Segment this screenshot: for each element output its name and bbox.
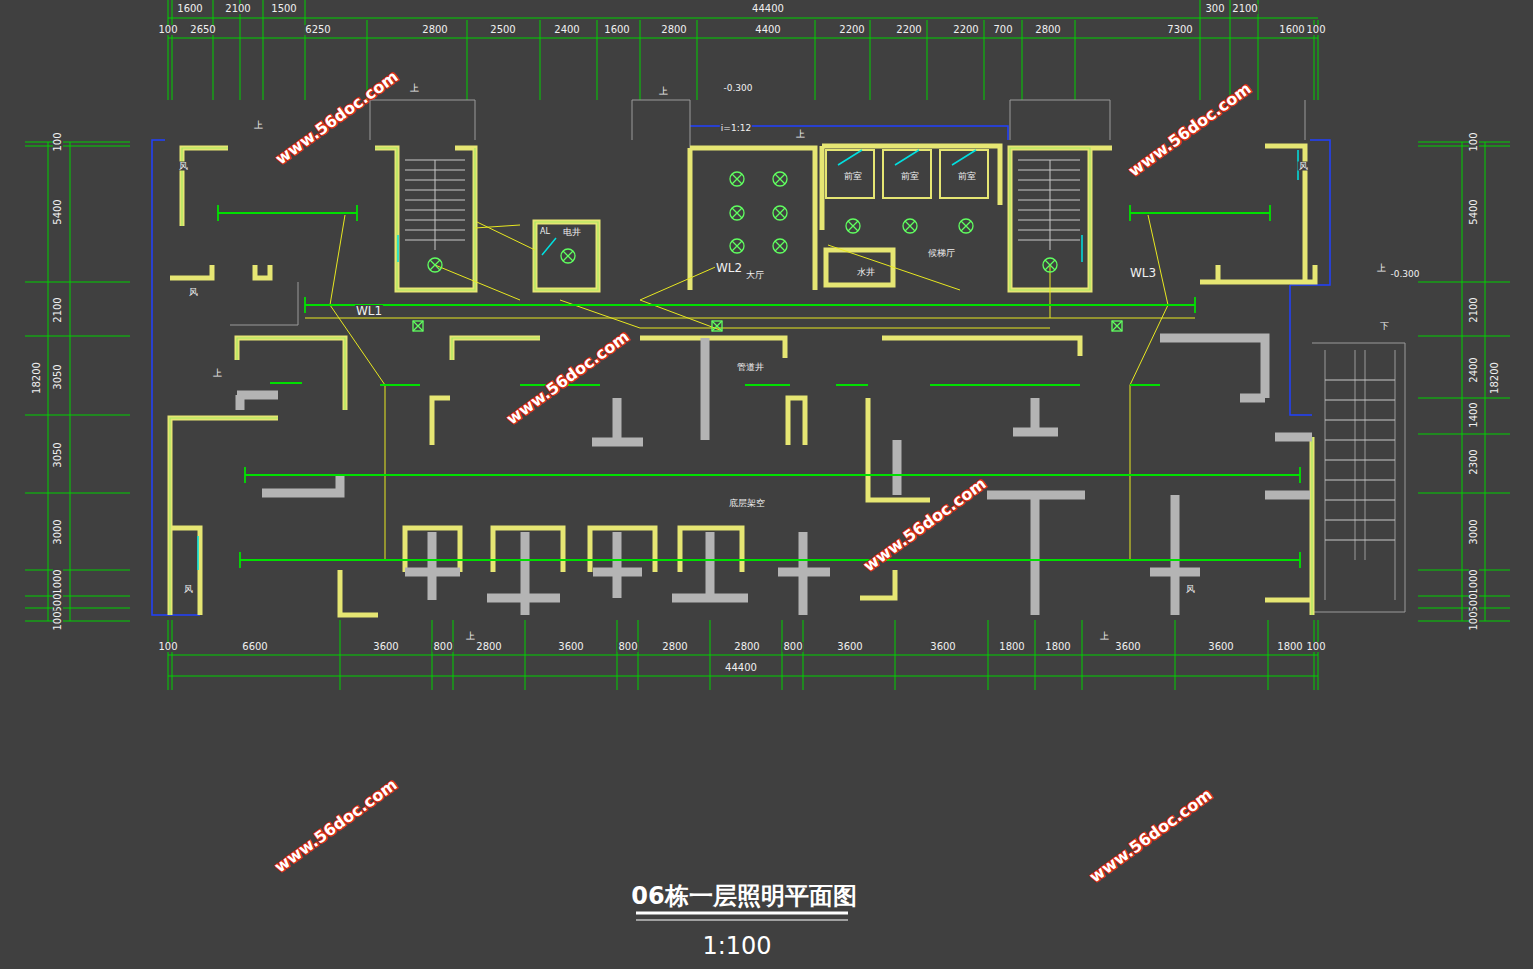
plan-label: 风 [1298,162,1309,171]
plan-label: 1800 [1276,642,1303,652]
plan-label: 3050 [53,441,63,468]
plan-label: 1800 [1044,642,1071,652]
plan-label: 100 [1469,131,1479,152]
plan-label: 3050 [53,363,63,390]
plan-label: 6250 [304,25,331,35]
plan-label: 300 [1204,4,1225,14]
plan-label: 2300 [1469,448,1479,475]
watermark: www.56doc.com [272,68,402,168]
plan-label: WL3 [1129,267,1157,279]
plan-label: 1500 [270,4,297,14]
scale-caption: 1:100 [702,932,771,960]
plan-label: 2100 [1231,4,1258,14]
plan-label: 3600 [1207,642,1234,652]
plan-label: 3000 [53,518,63,545]
plan-label: 2100 [53,296,63,323]
plan-label: 水井 [856,268,876,277]
plan-label: 上 [409,84,420,93]
plan-label: 上 [465,632,476,641]
watermark: www.56doc.com [1086,786,1216,886]
plan-label: 2800 [660,25,687,35]
plan-label: 上 [658,87,669,96]
plan-label: 18200 [32,361,42,395]
plan-label: 2100 [1469,296,1479,323]
plan-label: 3600 [372,642,399,652]
plan-label: 2800 [661,642,688,652]
plan-label: 3000 [1469,518,1479,545]
plan-label: 18200 [1490,361,1500,395]
plan-label: 100 [1305,642,1326,652]
plan-label: 2400 [1469,356,1479,383]
plan-label: 2650 [189,25,216,35]
plan-label: 100 [53,610,63,631]
plan-label: 100 [53,131,63,152]
plan-label: 前室 [843,172,863,181]
plan-label: 7300 [1166,25,1193,35]
plan-label: 上 [253,121,264,130]
plan-label: 800 [782,642,803,652]
plan-label: WL1 [355,305,383,317]
plan-label: 2800 [733,642,760,652]
plan-label: 2800 [1034,25,1061,35]
plan-label: 上 [795,130,806,139]
plan-label: 3600 [836,642,863,652]
plan-label: 下 [1379,322,1390,331]
plan-label: 候梯厅 [927,249,956,258]
plan-label: -0.300 [1389,270,1420,279]
plan-label: 2200 [895,25,922,35]
plan-label: 大厅 [745,271,765,280]
plan-label: 1600 [603,25,630,35]
plan-label: 100 [157,642,178,652]
plan-label: 上 [1099,632,1110,641]
plan-label: 100 [157,25,178,35]
plan-label: 3600 [1114,642,1141,652]
plan-label: 风 [188,288,199,297]
plan-label: 1400 [1469,401,1479,428]
plan-label: 底层架空 [728,499,766,508]
watermark: www.56doc.com [271,776,401,876]
plan-label: 风 [178,162,189,171]
plan-label: 100 [1469,610,1479,631]
drawing-title: 06栋一层照明平面图 [631,880,856,912]
plan-label: 5400 [1469,198,1479,225]
plan-label: 1600 [1278,25,1305,35]
plan-label: 800 [432,642,453,652]
plan-label: 上 [1376,264,1387,273]
plan-label: 前室 [900,172,920,181]
plan-label: 100 [1305,25,1326,35]
plan-label: WL2 [715,262,743,274]
plan-label: 700 [992,25,1013,35]
plan-label: 4400 [754,25,781,35]
plan-label: 2500 [489,25,516,35]
plan-label: 电井 [562,228,582,237]
plan-label: AL [539,228,551,236]
plan-label: 2400 [553,25,580,35]
plan-label: 风 [183,585,194,594]
plan-label: 上 [212,369,223,378]
plan-label: 3600 [929,642,956,652]
plan-label: 2200 [838,25,865,35]
plan-label: 1600 [176,4,203,14]
plan-label: 前室 [957,172,977,181]
plan-label: 1800 [998,642,1025,652]
plan-label: 风 [1185,585,1196,594]
plan-label: 3600 [557,642,584,652]
plan-label: 800 [617,642,638,652]
plan-label: 管道井 [736,363,765,372]
plan-label: i=1:12 [720,124,752,133]
plan-label: 2800 [421,25,448,35]
plan-label: 44400 [724,663,758,673]
plan-label: -0.300 [722,84,753,93]
plan-label: 5400 [53,198,63,225]
plan-label: 2200 [952,25,979,35]
plan-label: 44400 [751,4,785,14]
plan-label: 6600 [241,642,268,652]
watermark: www.56doc.com [1125,80,1255,180]
plan-label: 2800 [475,642,502,652]
plan-label: 2100 [224,4,251,14]
